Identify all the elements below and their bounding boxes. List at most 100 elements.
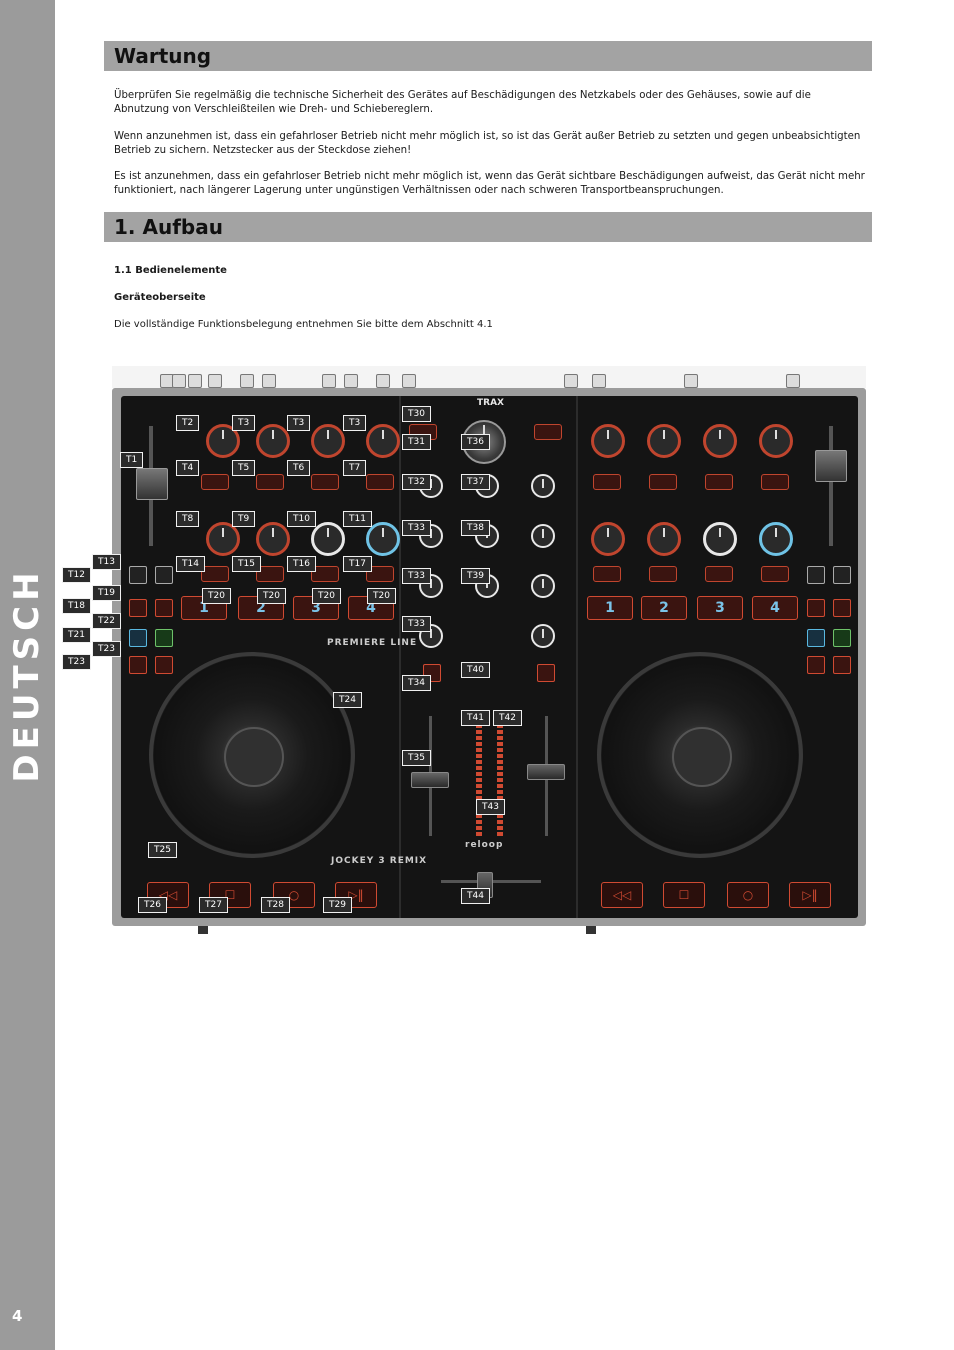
callout-tag: T32 (402, 474, 431, 490)
section-header-aufbau: 1. Aufbau (104, 212, 872, 242)
browser-label: TRAX (477, 398, 504, 408)
beat-button (705, 566, 733, 582)
panel-divider (399, 396, 401, 918)
remix-mode-button (833, 629, 851, 647)
controller-illustration: 1 2 3 4 PREMIERE LINE ◁◁ ☐ ○ ▷‖ TRAX (112, 366, 866, 936)
callout-tag: T7 (343, 460, 367, 476)
callout-tag: T15 (232, 556, 261, 572)
callout-tag: T3 (343, 415, 367, 431)
callout-tag: T17 (343, 556, 372, 572)
sidebar: DEUTSCH 4 (0, 0, 55, 1350)
beat-button (593, 566, 621, 582)
callout-tag: T20 (312, 588, 341, 604)
callout-tag: T44 (461, 888, 490, 904)
callout-tag: T25 (148, 842, 177, 858)
rear-jack (786, 374, 800, 388)
level-meter (476, 712, 482, 836)
rear-jack (684, 374, 698, 388)
callout-tag: T34 (402, 675, 431, 691)
section-title: Wartung (114, 44, 212, 68)
callout-tag: T8 (176, 511, 200, 527)
page-number: 4 (12, 1307, 23, 1325)
fx-button (705, 474, 733, 490)
plus-button (155, 566, 173, 584)
callout-tag: T31 (402, 434, 431, 450)
device-foot (198, 926, 208, 934)
pitch-track (829, 426, 833, 546)
trigger-pad: 2 (641, 596, 687, 620)
callout-tag: T18 (62, 598, 91, 614)
sample-mode-button (807, 629, 825, 647)
plus-button (833, 566, 851, 584)
search-button (129, 656, 147, 674)
rear-jack (592, 374, 606, 388)
roll-button (129, 599, 147, 617)
play-button: ▷‖ (789, 882, 831, 908)
jog-center (672, 727, 732, 787)
channel-fader (527, 764, 565, 780)
record-button (833, 656, 851, 674)
fx-knob (206, 522, 240, 556)
callout-tag: T21 (62, 627, 91, 643)
callout-tag: T10 (287, 511, 316, 527)
callout-tag: T20 (257, 588, 286, 604)
callout-tag: T42 (493, 710, 522, 726)
section-header-wartung: Wartung (104, 41, 872, 71)
callout-tag: T14 (176, 556, 205, 572)
load-button (534, 424, 562, 440)
jog-wheel (149, 652, 355, 858)
shift-button: ☐ (663, 882, 705, 908)
rear-connector-strip (112, 366, 866, 388)
beat-button (366, 566, 394, 582)
rear-jack (172, 374, 186, 388)
rear-jack (376, 374, 390, 388)
language-label: DEUTSCH (7, 567, 47, 783)
callout-tag: T28 (261, 897, 290, 913)
fx-button (649, 474, 677, 490)
panel-divider (576, 396, 578, 918)
callout-tag: T37 (461, 474, 490, 490)
callout-tag: T36 (461, 434, 490, 450)
rear-jack (322, 374, 336, 388)
fx-knob (256, 424, 290, 458)
cue-button: ◁◁ (601, 882, 643, 908)
callout-tag: T40 (461, 662, 490, 678)
beat-button (256, 566, 284, 582)
filter-knob (703, 522, 737, 556)
fx-button (761, 474, 789, 490)
subsubheading: Geräteoberseite (114, 292, 206, 303)
callout-tag: T26 (138, 897, 167, 913)
fx-knob (647, 424, 681, 458)
callout-tag: T3 (232, 415, 256, 431)
trigger-pad: 1 (587, 596, 633, 620)
trigger-pad: 3 (697, 596, 743, 620)
eq-low-knob (531, 624, 555, 648)
beat-button (649, 566, 677, 582)
sample-mode-button (129, 629, 147, 647)
model-logo: JOCKEY 3 REMIX (331, 856, 428, 866)
callout-tag: T43 (476, 799, 505, 815)
callout-tag: T27 (199, 897, 228, 913)
reference-note: Die vollständige Funktionsbelegung entne… (114, 319, 493, 330)
callout-tag: T30 (402, 406, 431, 422)
fx-knob (759, 424, 793, 458)
chassis: 1 2 3 4 PREMIERE LINE ◁◁ ☐ ○ ▷‖ TRAX (112, 388, 866, 926)
fx-knob (647, 522, 681, 556)
callout-tag: T16 (287, 556, 316, 572)
callout-tag: T2 (176, 415, 200, 431)
callout-tag: T38 (461, 520, 490, 536)
callout-tag: T23 (62, 654, 91, 670)
paragraph: Überprüfen Sie regelmäßig die technische… (114, 90, 811, 115)
pitch-fader (136, 468, 168, 500)
paragraph: Es ist anzunehmen, dass ein gefahrloser … (114, 171, 865, 196)
subheading: 1.1 Bedienelemente (114, 265, 227, 276)
callout-tag: T33 (402, 616, 431, 632)
rear-jack (402, 374, 416, 388)
beat-button (201, 566, 229, 582)
fx-knob (703, 424, 737, 458)
fx-button (366, 474, 394, 490)
trigger-pad: 4 (752, 596, 798, 620)
callout-tag: T39 (461, 568, 490, 584)
callout-tag: T23 (92, 641, 121, 657)
callout-tag: T12 (62, 567, 91, 583)
